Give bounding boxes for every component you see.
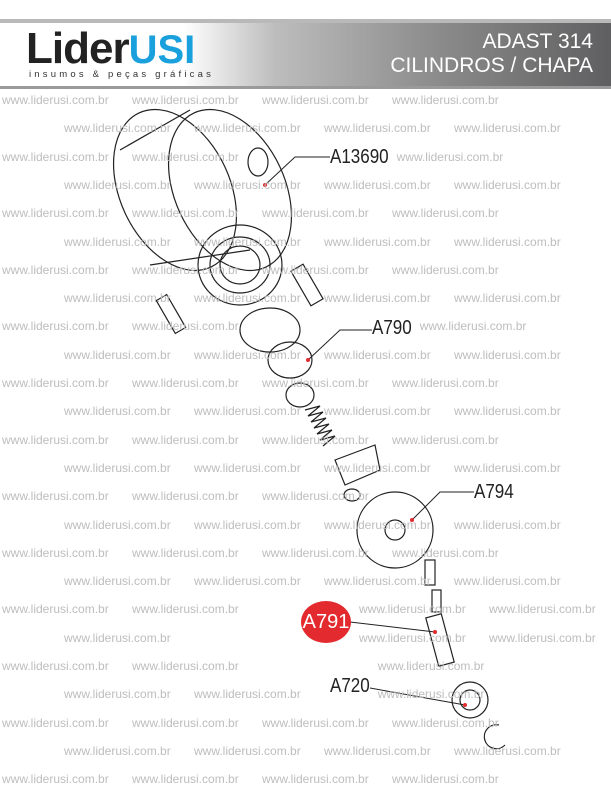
header-bottom-line	[0, 86, 611, 89]
sprocket-gear	[356, 491, 434, 569]
pins	[424, 559, 455, 667]
cylinder-housing	[112, 108, 293, 272]
part-label-a791-highlighted[interactable]: A791	[301, 601, 351, 643]
part-label-a791-text: A791	[302, 610, 350, 633]
liderusi-logo: LiderUSI insumos & peças gráficas	[26, 24, 215, 81]
sleeve	[239, 307, 315, 408]
leader-lines	[263, 156, 474, 707]
retaining-clip	[483, 724, 506, 750]
part-label-a794[interactable]: A794	[474, 481, 514, 503]
part-label-a720[interactable]: A720	[330, 675, 370, 697]
shaft	[334, 444, 381, 502]
part-label-a790[interactable]: A790	[372, 317, 412, 339]
ball-bearing	[451, 681, 489, 719]
page-title: ADAST 314 CILINDROS / CHAPA	[390, 30, 593, 78]
logo-tagline: insumos & peças gráficas	[29, 69, 215, 80]
bearing	[197, 224, 283, 306]
header-banner	[0, 23, 611, 86]
page-title-line1: ADAST 314	[482, 30, 593, 53]
logo-main-text: Lider	[26, 24, 130, 73]
exploded-parts-diagram	[112, 108, 506, 750]
logo-accent-text: USI	[128, 28, 196, 72]
page-title-line2: CILINDROS / CHAPA	[390, 54, 593, 77]
header-top-line	[0, 19, 611, 23]
screws	[155, 147, 324, 335]
part-label-a13690[interactable]: A13690	[330, 146, 389, 168]
spring	[304, 405, 336, 447]
